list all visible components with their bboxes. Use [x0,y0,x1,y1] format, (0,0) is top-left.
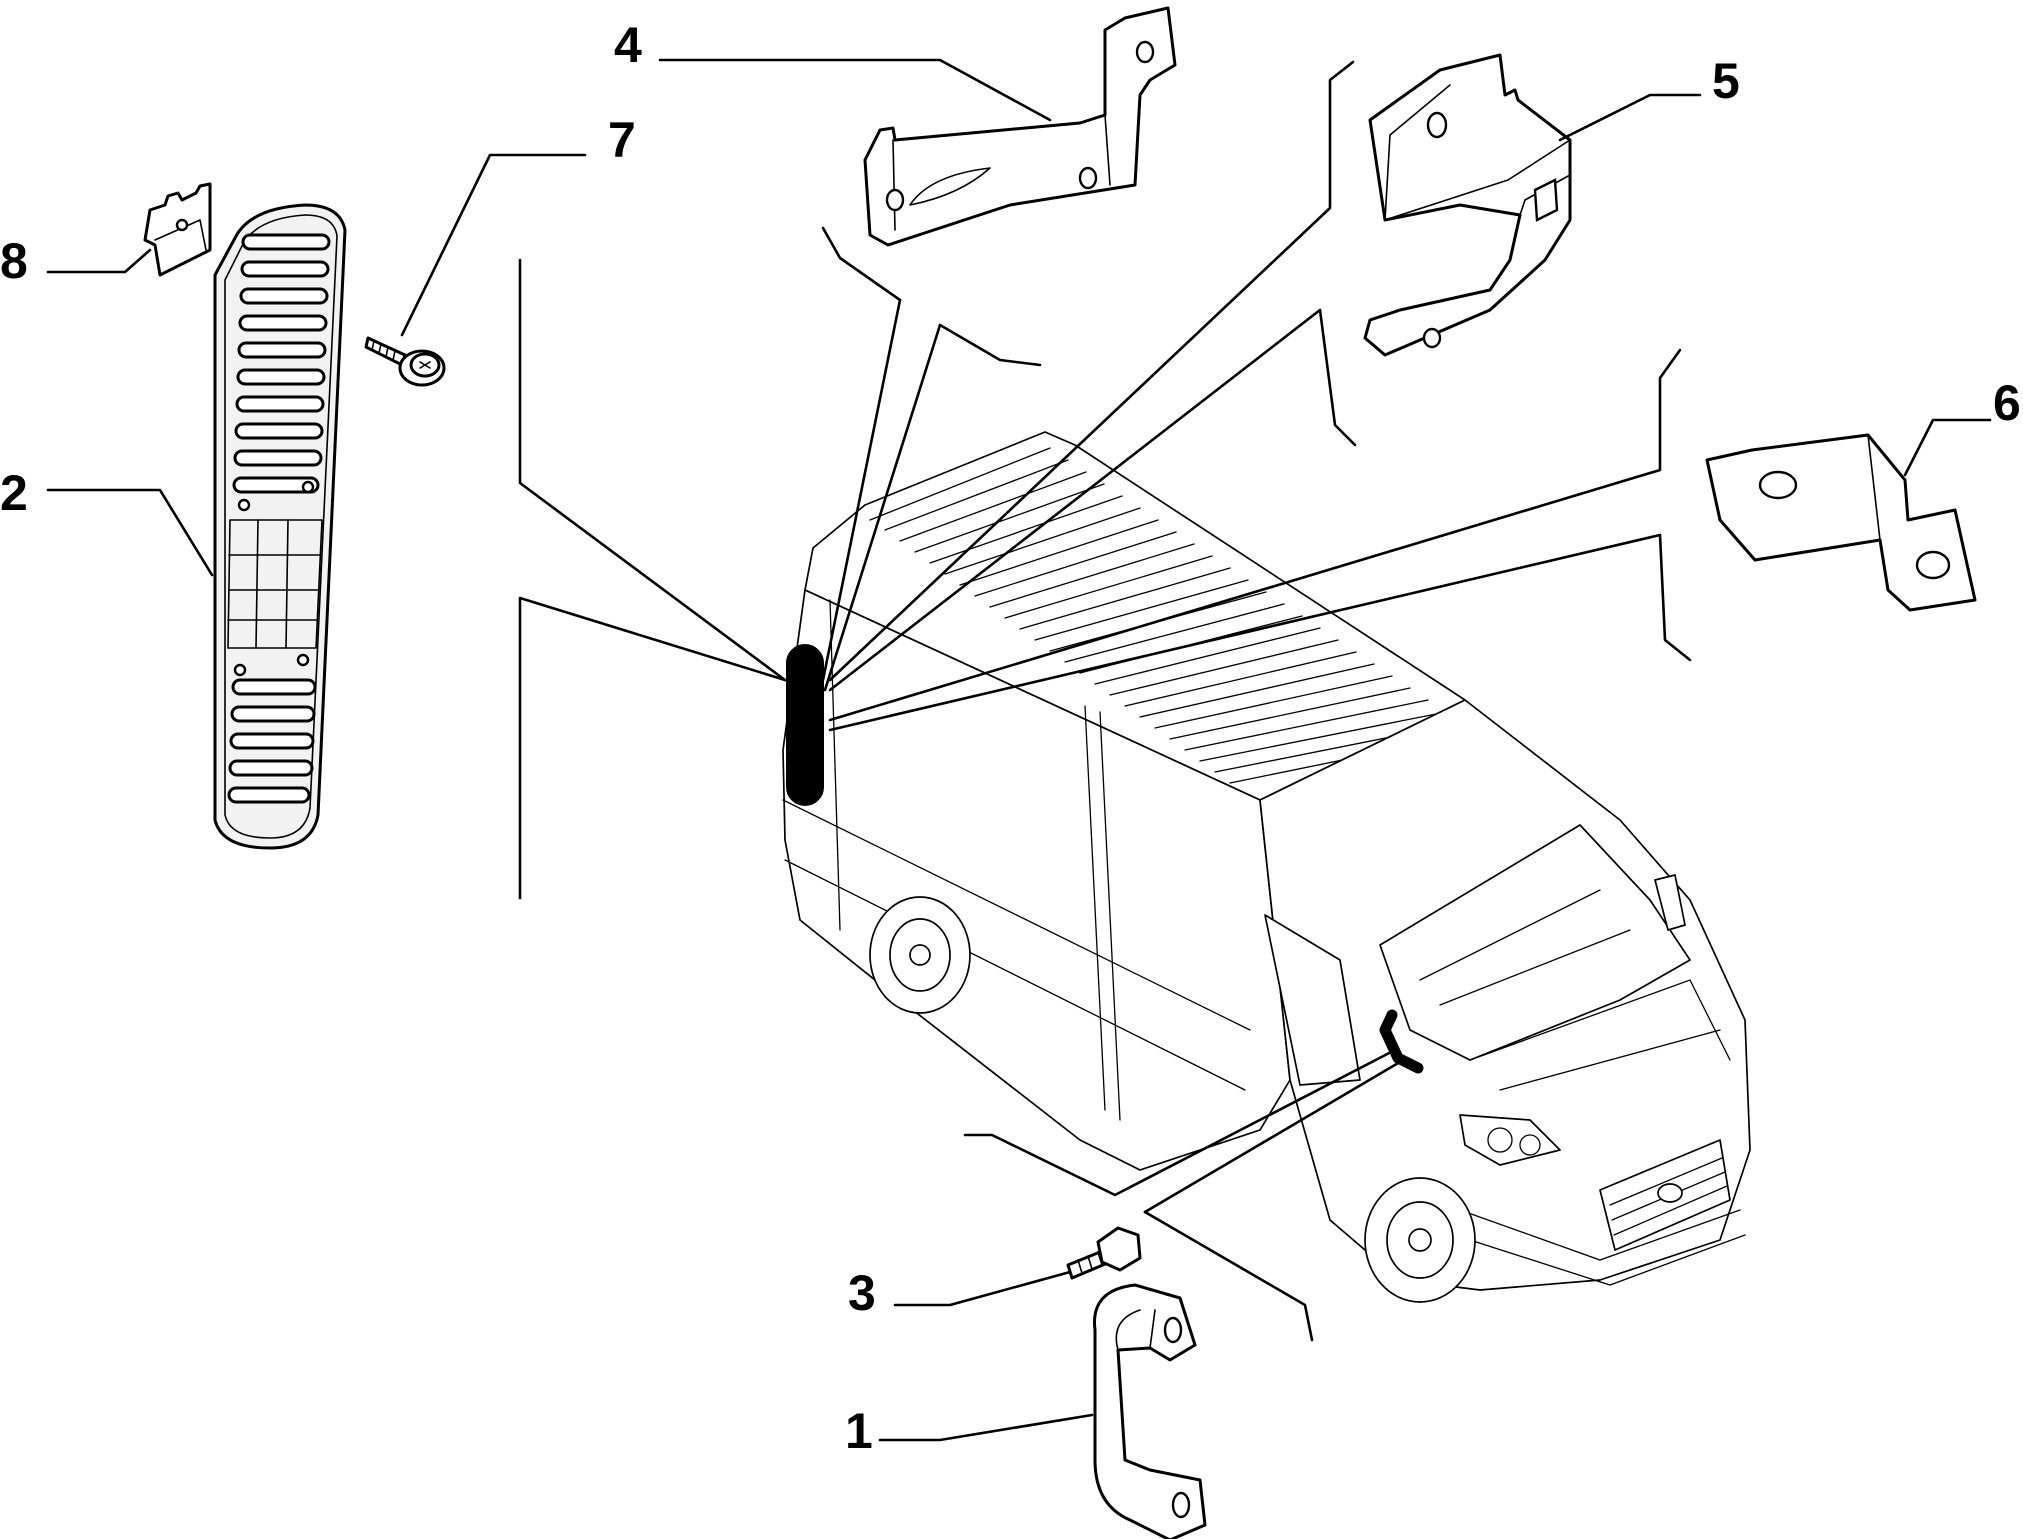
callout-numbers: 1 2 3 4 5 6 7 8 [0,17,2021,1459]
front-grille [1599,1139,1731,1251]
callout-1: 1 [845,1403,873,1459]
callout-2: 2 [0,465,28,521]
connector-lines [518,60,1692,1342]
callout-4: 4 [614,17,642,73]
front-wheel [1364,1177,1476,1303]
rear-wheel [869,896,971,1014]
callout-8: 8 [0,233,28,289]
van-illustration [782,431,1751,1303]
part-1-grab-handle [1093,1283,1207,1539]
part-8-clip [143,182,212,277]
callout-3: 3 [848,1265,876,1321]
part-7-screw [364,336,446,387]
step-location-marker [786,644,824,806]
callout-7: 7 [608,112,636,168]
part-3-bolt [1066,1226,1142,1280]
part-2-step-plate [213,203,347,850]
handle-location-marker [1379,1009,1424,1074]
callout-leaders [46,58,1992,1442]
part-4-bracket [863,6,1177,247]
callout-5: 5 [1712,53,1740,109]
part-5-bracket [1363,53,1572,357]
step-plate-ribs [227,233,331,804]
callout-6: 6 [1993,375,2021,431]
part-6-bracket [1705,433,1977,612]
